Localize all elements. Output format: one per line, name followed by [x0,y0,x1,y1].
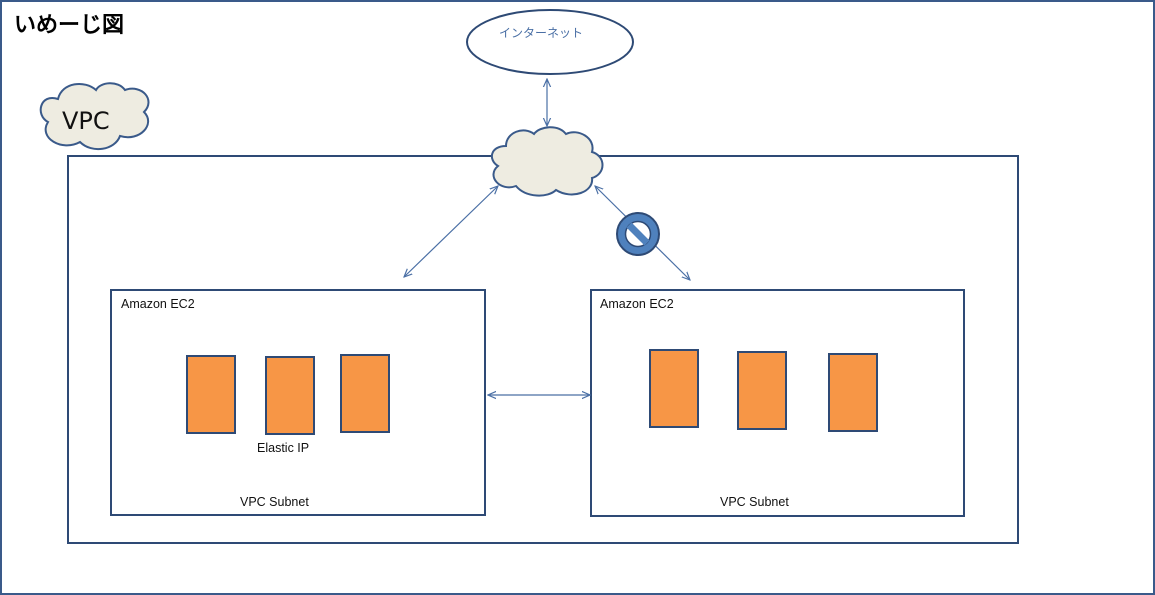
internet-label: インターネット [499,26,583,40]
ec2-instance [265,356,315,435]
internet-ellipse [466,9,634,75]
service-label: Amazon EC2 [121,297,195,311]
elastic-ip-label: Elastic IP [257,441,309,455]
vpc-label: VPC [62,107,110,135]
subnet-right: Amazon EC2 VPC Subnet [590,289,965,517]
subnet-label: VPC Subnet [720,495,789,509]
vpc-cloud-icon [39,82,150,151]
page-title: いめーじ図 [14,13,124,38]
gateway-left-subnet-arrow [404,186,498,277]
ec2-instance [828,353,878,432]
vpc-cloud: VPC [39,82,150,151]
ec2-instance [737,351,787,430]
ec2-instance [649,349,699,428]
ec2-instance [340,354,390,433]
gateway-cloud-icon [490,126,604,197]
internet-node: インターネット [466,9,634,75]
prohibited-icon [616,212,660,256]
ec2-instance [186,355,236,434]
service-label: Amazon EC2 [600,297,674,311]
subnet-left: Amazon EC2 Elastic IP VPC Subnet [110,289,486,516]
subnet-label: VPC Subnet [240,495,309,509]
